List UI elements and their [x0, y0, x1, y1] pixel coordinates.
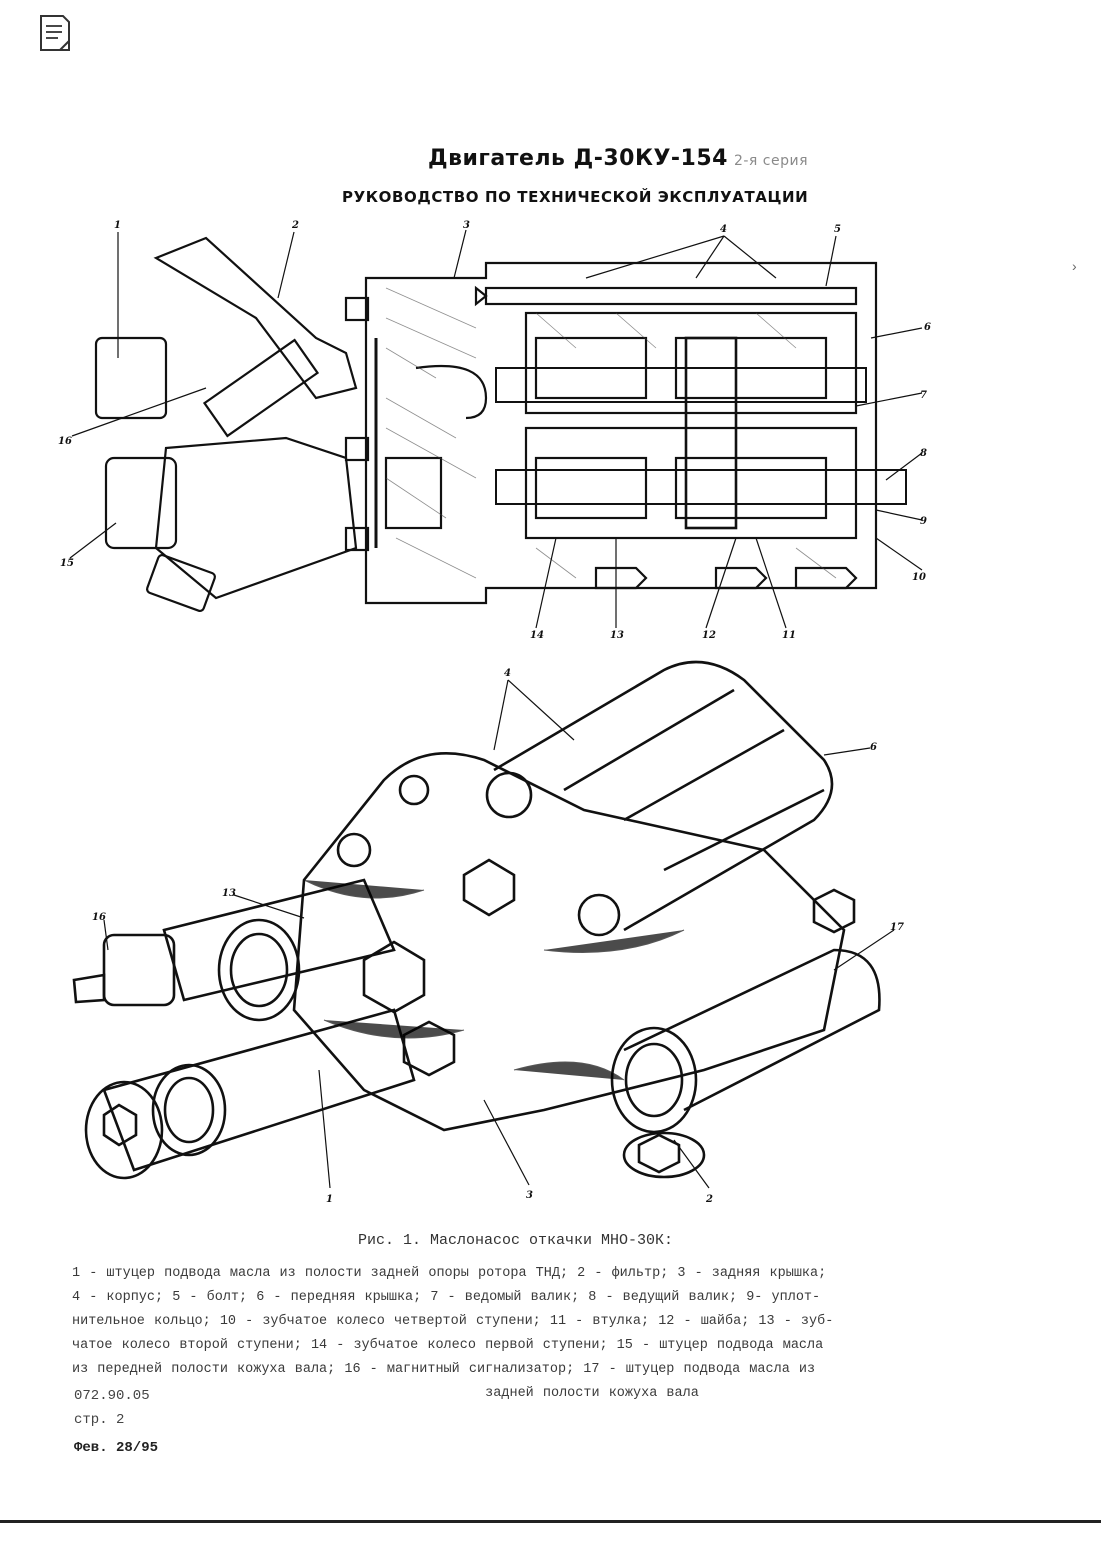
callout-15: 15 [60, 558, 74, 569]
callout-5: 5 [834, 224, 841, 235]
legend-line: 4 - корпус; 5 - болт; 6 - передняя крышк… [72, 1290, 821, 1305]
bottom-rule [0, 1520, 1101, 1523]
callout-14: 14 [530, 630, 544, 641]
legend-line: нительное кольцо; 10 - зубчатое колесо ч… [72, 1314, 834, 1329]
title-text: Двигатель Д-30КУ-154 [428, 146, 728, 171]
callout-16: 16 [58, 436, 72, 447]
view-callout-17: 17 [890, 922, 904, 933]
revision-date: Фев. 28/95 [74, 1440, 159, 1456]
callout-7: 7 [920, 390, 927, 401]
edge-mark: › [1072, 258, 1077, 274]
figure-legend: 1 - штуцер подвода масла из полости задн… [72, 1262, 992, 1406]
callout-1: 1 [114, 220, 121, 231]
callout-11: 11 [782, 630, 796, 641]
callout-3: 3 [463, 220, 470, 231]
legend-line: 1 - штуцер подвода масла из полости задн… [72, 1266, 827, 1281]
callout-9: 9 [920, 516, 927, 527]
legend-line: чатое колесо второй ступени; 14 - зубчат… [72, 1338, 824, 1353]
callout-2: 2 [291, 220, 299, 231]
view-callout-2: 2 [705, 1194, 713, 1205]
legend-line: задней полости кожуха вала [485, 1386, 699, 1401]
view-callout-4: 4 [504, 668, 511, 679]
callout-4: 4 [720, 224, 727, 235]
title-faded-text: 2-я серия [733, 153, 809, 169]
callout-13: 13 [610, 630, 624, 641]
callout-12: 12 [702, 630, 716, 641]
view-callout-3: 3 [526, 1190, 533, 1201]
doc-number: 072.90.05 [74, 1388, 150, 1404]
pump-perspective-drawing: 4 6 13 16 17 1 3 2 [72, 660, 904, 1205]
document-icon [40, 15, 70, 51]
view-callout-1: 1 [326, 1194, 333, 1205]
view-callout-16: 16 [92, 912, 106, 923]
pump-section-drawing: 1 2 3 4 5 6 7 8 9 10 11 12 13 14 15 16 [58, 220, 931, 641]
page-number: стр. 2 [74, 1412, 125, 1428]
figure-caption: Рис. 1. Маслонасос откачки МНО-30К: [358, 1232, 674, 1249]
page-title: Двигатель Д-30КУ-154 2-я серия [428, 146, 868, 171]
view-callout-13: 13 [222, 888, 236, 899]
page-subtitle: РУКОВОДСТВО ПО ТЕХНИЧЕСКОЙ ЭКСПЛУАТАЦИИ [342, 188, 809, 206]
legend-line: из передней полости кожуха вала; 16 - ма… [72, 1362, 816, 1377]
callout-10: 10 [912, 572, 926, 583]
callout-8: 8 [920, 448, 927, 459]
callout-6: 6 [924, 322, 931, 333]
view-callout-6: 6 [870, 742, 877, 753]
